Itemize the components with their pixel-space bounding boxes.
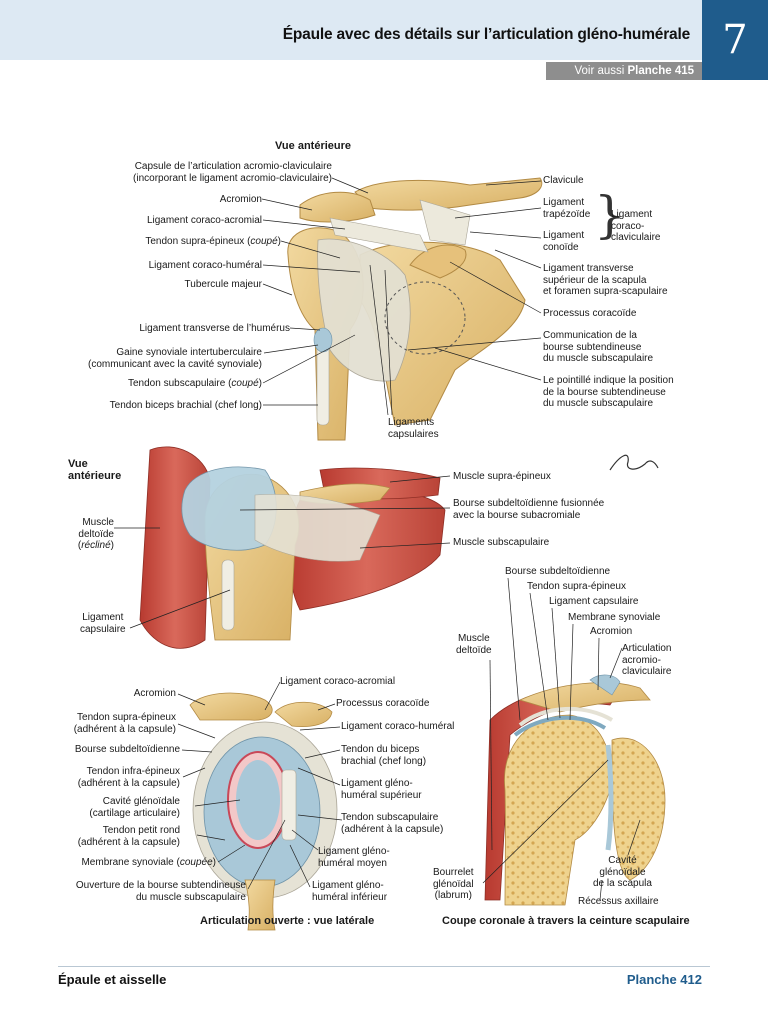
label-subscapularis-muscle: Muscle subscapulaire [453,537,550,548]
label-clavicle: Clavicule [543,175,584,186]
label-teres-minor: Tendon petit rond(adhérent à la capsule) [77,825,180,848]
brace-coracoclavicular: } [594,186,626,244]
label-synovial-membrane-cut: Membrane synoviale (coupée) [81,857,216,868]
label-greater-tubercle: Tubercule majeur [184,279,262,290]
label-axillary-recess: Récessus axillaire [578,896,659,907]
label-capsular-coronal: Ligament capsulaire [549,596,639,607]
figure1-anterior-view [261,177,543,441]
figure4-coronal-section [482,577,666,906]
label-coracoid-process: Processus coracoïde [543,308,637,319]
label-acromion: Acromion [219,194,262,205]
label-synovial-coronal: Membrane synoviale [568,612,661,623]
label-synovial-sheath: Gaine synoviale intertuberculaire(commun… [88,347,262,370]
footer-section: Épaule et aisselle [58,972,167,987]
label-acromion-lateral: Acromion [133,688,176,699]
label-supraspinatus-tendon: Tendon supra-épineux (coupé) [145,236,281,247]
label-supraspinatus-adherent: Tendon supra-épineux(adhérent à la capsu… [73,712,176,735]
label-biceps-tendon: Tendon biceps brachial (chef long) [109,400,262,411]
page-header: Épaule avec des détails sur l’articulati… [0,0,768,60]
figure1-title: Vue antérieure [275,140,352,152]
label-capsule-ac: Capsule de l’articulation acromio-clavic… [133,161,332,184]
figure3-caption: Articulation ouverte : vue latérale [200,915,375,927]
label-subscapularis-adherent: Tendon subscapulaire(adhérent à la capsu… [341,812,444,835]
label-middle-gh: Ligament gléno-huméral moyen [318,846,390,869]
label-coraco-humeral: Ligament coraco-huméral [148,260,262,271]
label-supraspinatus-muscle: Muscle supra-épineux [453,471,551,482]
label-infraspinatus-tendon: Tendon infra-épineux(adhérent à la capsu… [77,766,180,789]
figure3-lateral-view [177,681,343,931]
label-coracoid-lateral: Processus coracoïde [336,698,430,709]
artist-signature [609,454,659,471]
label-inferior-gh: Ligament gléno-huméral inférieur [312,880,388,903]
page-title: Épaule avec des détails sur l’articulati… [282,26,690,43]
label-acromion-coronal: Acromion [590,626,633,637]
label-supraspinatus-coronal: Tendon supra-épineux [527,581,626,592]
label-coraco-acromial-lateral: Ligament coraco-acromial [280,676,396,687]
footer-plate-number: Planche 412 [626,972,702,987]
label-coraco-acromial: Ligament coraco-acromial [146,215,262,226]
figure4-caption: Coupe coronale à travers la ceinture sca… [442,915,690,927]
see-also-link[interactable]: Voir aussi Planche 415 [546,62,702,80]
chapter-number: 7 [702,0,768,80]
label-subdeltoid-bursa-coronal: Bourse subdeltoïdienne [505,566,611,577]
label-glenoid-cavity: Cavité glénoïdale(cartilage articulaire) [89,796,180,819]
footer-rule [58,966,710,967]
figure2-deltoid-view [114,446,451,649]
label-coraco-humeral-lateral: Ligament coraco-huméral [341,721,455,732]
label-transverse-humeral: Ligament transverse de l’humérus [139,323,290,334]
label-subdeltoid-bursa: Bourse subdeltoïdienne [74,744,180,755]
see-also-ref: Planche 415 [627,65,694,77]
see-also-prefix: Voir aussi [574,65,628,77]
label-subscapularis-tendon: Tendon subscapulaire (coupé) [128,378,262,389]
label-superior-gh: Ligament gléno-huméral supérieur [341,778,422,801]
